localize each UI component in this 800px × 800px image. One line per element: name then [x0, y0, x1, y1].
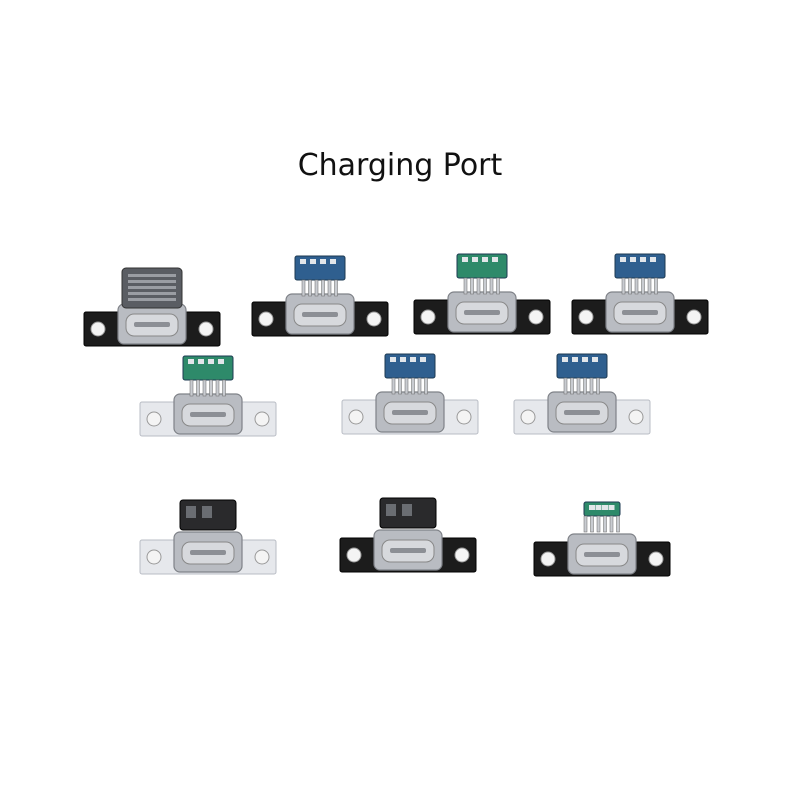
usb-c-port-green-pcb-silver-plate [138, 352, 280, 444]
page-title: Charging Port [297, 148, 503, 183]
usb-c-port-small-green-pcb-black-plate [532, 492, 674, 584]
micro-usb-port-silver-plate [138, 490, 280, 582]
lightning-port-black-plate [82, 262, 224, 354]
usb-c-port-blue-pcb-black-plate-2 [570, 250, 712, 342]
usb-c-port-blue-pcb-silver-plate [340, 350, 482, 442]
micro-usb-port-black-plate [338, 488, 480, 580]
usb-c-port-blue-pcb-black-plate [250, 252, 392, 344]
usb-c-port-blue-pcb-silver-plate-2 [512, 350, 654, 442]
usb-c-port-green-pcb-black-plate [412, 250, 554, 342]
